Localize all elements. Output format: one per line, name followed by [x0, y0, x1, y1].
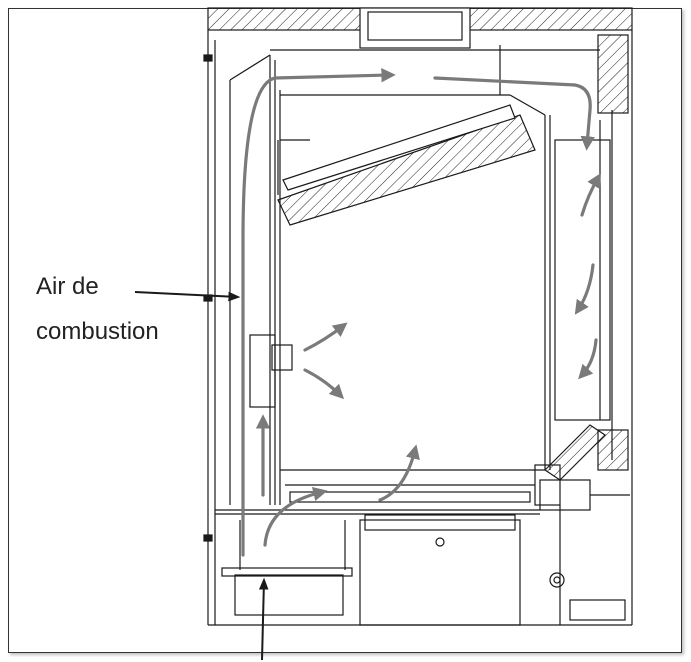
baffle: [277, 114, 536, 226]
air-flow-arrow-icon: [378, 444, 420, 502]
air-flow-arrow-icon: [580, 173, 601, 217]
top-vent-box: [359, 7, 471, 49]
air-flow-arrow-icon: [433, 76, 595, 151]
air-flow-arrow-icon: [574, 263, 595, 315]
air-intake-box: [234, 574, 344, 616]
air-flow-arrow-icon: [263, 487, 328, 547]
stove-body: [203, 7, 633, 626]
air-flow-arrows: [241, 68, 601, 557]
pointer-arrow-icon: [134, 291, 241, 302]
pointer-arrow-icon: [258, 577, 269, 661]
air-flow-arrow-icon: [241, 68, 396, 557]
air-flow-arrow-icon: [578, 338, 598, 380]
label-air-de: Air de: [36, 273, 99, 300]
air-flow-arrow-icon: [303, 322, 348, 352]
ash-pan: [359, 519, 521, 626]
label-combustion: combustion: [36, 318, 159, 345]
air-flow-arrow-icon: [303, 368, 345, 400]
